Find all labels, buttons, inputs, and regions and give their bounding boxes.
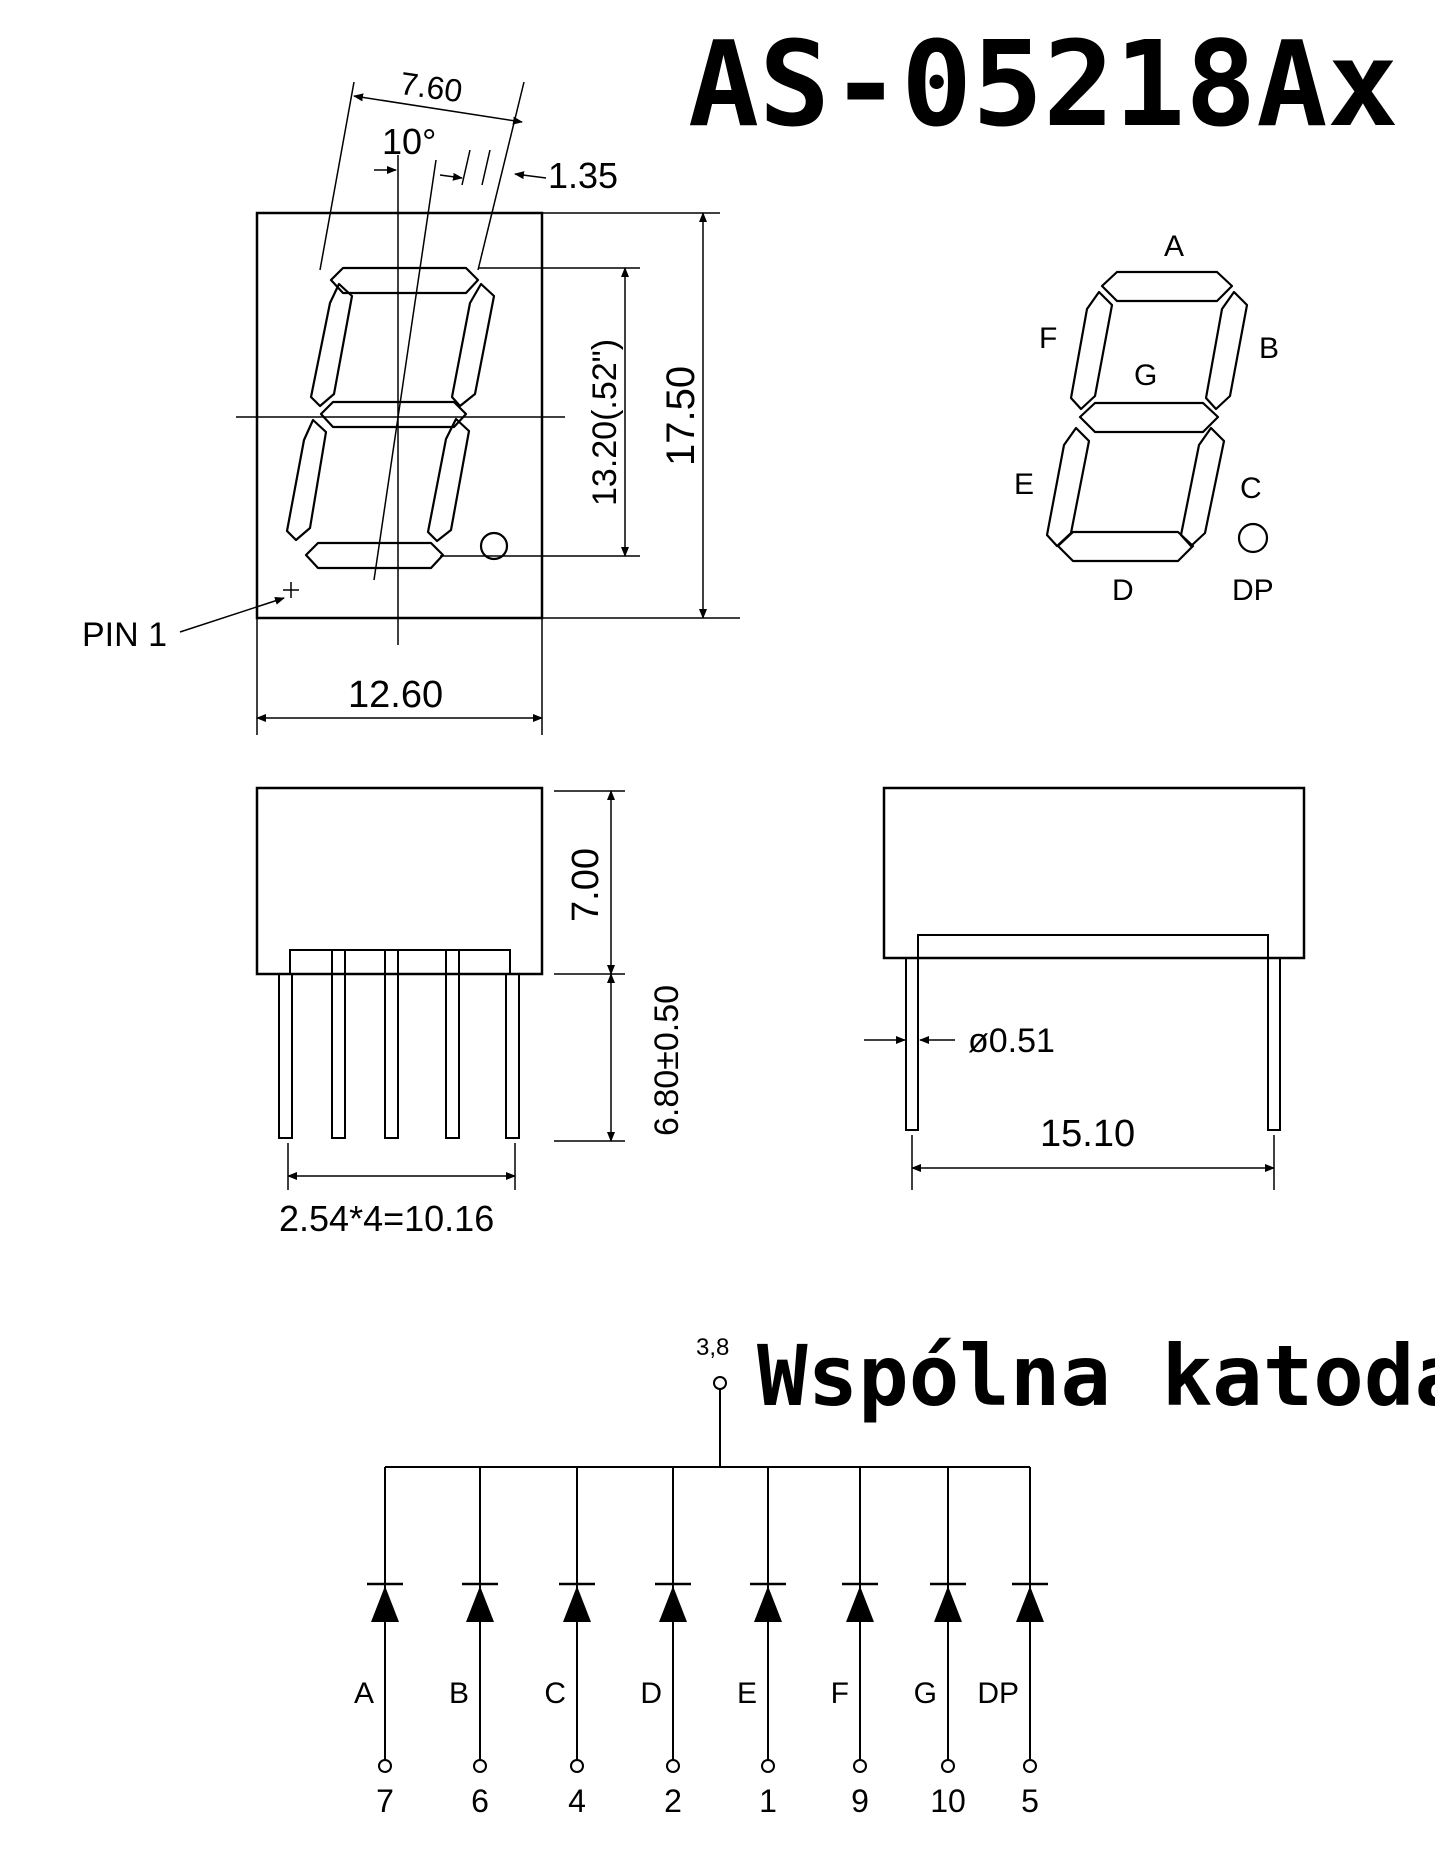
front-segment-e [285,418,328,542]
legend-segment-e [1045,426,1091,548]
diode-pin-number: 5 [1021,1783,1039,1819]
schematic-heading: Wspólna katoda [757,1327,1435,1425]
dim-pin-pitch: 2.54*4=10.16 [279,1198,494,1239]
diode-segment-label: C [544,1677,566,1710]
diode-pin-number: 2 [664,1783,682,1819]
front-segment-a [329,266,480,295]
side-body-outline [255,786,544,976]
front-digit [285,266,509,570]
legend-label-a: A [1164,230,1184,263]
dim-body-depth: 7.00 [565,848,607,922]
part-number-title: AS-05218Ax [688,15,1398,153]
diode-segment-label: A [354,1677,374,1710]
common-cathode-pins: 3,8 [696,1334,729,1361]
end-pin-left [905,957,919,1131]
front-segment-b [450,282,496,408]
dim-top-width: 7.60 [398,65,465,109]
diode-segment-label: G [914,1677,937,1710]
legend-segment-g [1078,401,1220,434]
dim-angle: 10° [382,121,436,162]
end-pin-right [1267,957,1281,1131]
diode-pin-number: 10 [930,1783,966,1819]
diode-e: E1 [737,1467,786,1819]
diode-g: G 10 [914,1467,966,1819]
diode-pin-number: 6 [471,1783,489,1819]
legend-decimal-point [1237,522,1269,554]
dim-row-spacing: 15.10 [1040,1113,1135,1155]
diode-segment-label: F [831,1677,849,1710]
legend-segment-c [1179,426,1226,548]
diode-pin-number: 4 [568,1783,586,1819]
side-pins [278,949,520,1139]
dim-digit-height: 13.20(.52") [586,339,624,506]
diode-f: F9 [831,1467,878,1819]
diode-b: B6 [449,1467,498,1819]
diode-c: C4 [544,1467,595,1819]
diode-pin-number: 9 [851,1783,869,1819]
diode-pin-number: 1 [759,1783,777,1819]
front-view: 7.60 10° 1.35 13.20(.52") 17.50 12.60 PI… [82,65,740,735]
diode-d: D2 [640,1467,691,1819]
pin1-label: PIN 1 [82,616,167,654]
common-terminal [713,1376,727,1390]
diode-segment-label: DP [977,1677,1019,1710]
diode-a: A7 [354,1467,403,1819]
legend-segment-f [1069,290,1114,411]
legend-label-d: D [1112,574,1134,607]
display-body-outline [255,211,544,620]
diode-segment-label: D [640,1677,662,1710]
legend-segment-a [1100,270,1234,303]
legend-label-b: B [1259,332,1279,365]
side-view: 7.00 6.80±0.50 2.54*4=10.16 [255,786,686,1239]
dim-body-height: 17.50 [659,366,703,466]
legend-label-c: C [1240,472,1262,505]
legend-label-f: F [1039,322,1057,355]
diode-segment-label: B [449,1677,469,1710]
segment-legend: A B C D E F G DP [1014,230,1279,607]
front-segment-c [426,417,471,543]
diode-pin-number: 7 [376,1783,394,1819]
legend-label-dp: DP [1232,574,1274,607]
end-body-outline [882,786,1306,960]
dim-segment-width: 1.35 [548,155,618,196]
legend-label-e: E [1014,468,1034,501]
front-segment-g [319,400,468,429]
diode-dp: DP 5 [977,1467,1048,1819]
diode-segment-label: E [737,1677,757,1710]
front-segment-d [304,541,445,570]
dim-pin-diameter: ø0.51 [968,1022,1055,1060]
end-view: ø0.51 15.10 [864,786,1306,1190]
front-segment-f [309,282,354,408]
front-decimal-point [479,531,509,561]
dim-pin-length: 6.80±0.50 [648,985,686,1136]
dim-body-width: 12.60 [348,674,443,716]
legend-segment-d [1056,530,1195,563]
legend-segment-b [1204,290,1249,411]
legend-label-g: G [1134,359,1157,392]
